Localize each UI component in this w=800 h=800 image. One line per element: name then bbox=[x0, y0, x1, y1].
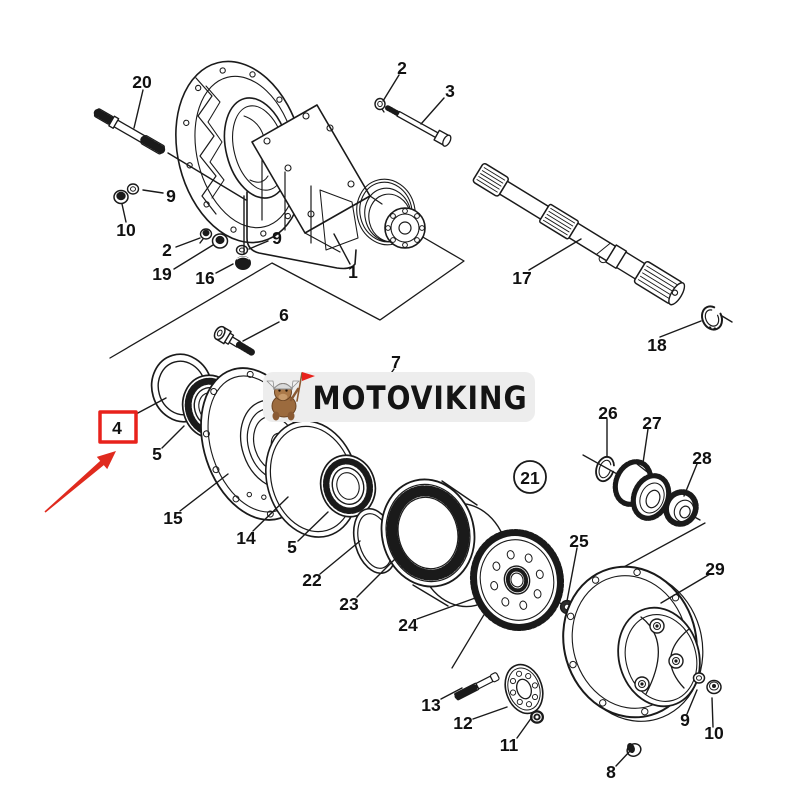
callout-label-17: 17 bbox=[512, 268, 531, 288]
viking-mascot-icon bbox=[266, 372, 315, 421]
callout-label-25: 25 bbox=[569, 531, 589, 551]
casting-ribs bbox=[195, 77, 217, 215]
callout-label-14: 14 bbox=[236, 528, 256, 548]
snap-ring-part-26 bbox=[595, 455, 615, 483]
bolt-part-3 bbox=[384, 105, 452, 147]
callout-label-19: 19 bbox=[152, 264, 172, 284]
plug-part-8 bbox=[626, 743, 642, 757]
washer-part-9-left bbox=[126, 183, 140, 195]
group-callout-21: 21 bbox=[513, 460, 547, 494]
nut-part-11 bbox=[530, 710, 544, 724]
screw-part-2-left bbox=[199, 228, 213, 244]
callout-label-8: 8 bbox=[606, 762, 616, 782]
callout-label-7: 7 bbox=[391, 352, 401, 372]
callout-label-4-highlighted: 4 bbox=[112, 418, 122, 438]
plate-part-12 bbox=[504, 663, 544, 715]
callout-label-29: 29 bbox=[705, 559, 725, 579]
washer-part-9-right bbox=[692, 672, 706, 684]
part-4-highlight bbox=[44, 410, 138, 513]
housing-sill bbox=[246, 191, 357, 270]
bolt-part-10-right bbox=[706, 679, 722, 695]
planet-gear-part-27 bbox=[612, 459, 672, 521]
gear-holes bbox=[490, 550, 544, 610]
axle-housing-part-1 bbox=[175, 60, 426, 270]
washer-part-9-lower bbox=[235, 244, 249, 256]
gear-part-28 bbox=[663, 489, 699, 527]
mascot-flag bbox=[302, 372, 315, 381]
callout-label-1: 1 bbox=[348, 262, 358, 282]
callout-circle bbox=[513, 460, 547, 494]
stud-part-20 bbox=[93, 108, 166, 155]
callout-label-9c: 9 bbox=[680, 710, 690, 730]
journal-holes bbox=[385, 208, 425, 248]
callout-label-23: 23 bbox=[339, 594, 359, 614]
callout-label-9b: 9 bbox=[272, 228, 282, 248]
callout-label-16: 16 bbox=[195, 268, 215, 288]
nut-part-10-left bbox=[113, 189, 129, 205]
callout-label-13: 13 bbox=[421, 695, 441, 715]
plate-holes-12 bbox=[509, 670, 539, 708]
callout-label-24: 24 bbox=[398, 615, 418, 635]
viking-helmet bbox=[273, 383, 293, 390]
highlight-box bbox=[98, 410, 138, 444]
callout-labels: 20 9 10 2 19 16 9 1 2 3 17 18 6 7 4 5 15… bbox=[112, 58, 725, 782]
callout-label-28: 28 bbox=[692, 448, 712, 468]
watermark-background bbox=[263, 372, 535, 422]
callout-label-21: 21 bbox=[520, 468, 540, 488]
bolt-part-6 bbox=[213, 325, 255, 356]
callout-label-12: 12 bbox=[453, 713, 473, 733]
callout-label-22: 22 bbox=[302, 570, 322, 590]
axle-shaft-part-17 bbox=[472, 162, 686, 306]
bearing-part-5-inner bbox=[319, 454, 377, 518]
callout-label-9a: 9 bbox=[166, 186, 176, 206]
callout-label-10a: 10 bbox=[116, 220, 136, 240]
callout-label-3: 3 bbox=[445, 81, 455, 101]
gear-part-24 bbox=[469, 529, 565, 631]
motoviking-watermark: MOTOVIKING bbox=[263, 372, 535, 422]
helmet-horns bbox=[266, 380, 300, 389]
callout-label-10b: 10 bbox=[704, 723, 724, 743]
watermark-brand-text: MOTOVIKING bbox=[313, 379, 528, 417]
snap-ring-part-18 bbox=[701, 305, 723, 331]
callout-label-5b: 5 bbox=[287, 537, 297, 557]
carrier-bosses bbox=[634, 618, 684, 692]
callout-label-18: 18 bbox=[647, 335, 667, 355]
stud-part-13 bbox=[454, 672, 500, 701]
highlight-arrow bbox=[44, 451, 116, 513]
callout-label-11: 11 bbox=[500, 735, 519, 755]
nut-part-19 bbox=[211, 233, 229, 249]
callout-label-5a: 5 bbox=[152, 444, 162, 464]
callout-label-2b: 2 bbox=[397, 58, 407, 78]
callout-label-2a: 2 bbox=[162, 240, 172, 260]
planet-carrier-part-29 bbox=[562, 565, 704, 722]
callout-label-6: 6 bbox=[279, 305, 289, 325]
drum-part-23 bbox=[380, 478, 509, 608]
callout-label-20: 20 bbox=[132, 72, 152, 92]
plug-part-16 bbox=[235, 256, 251, 270]
callout-label-27: 27 bbox=[642, 413, 661, 433]
callout-label-15: 15 bbox=[163, 508, 183, 528]
callout-label-26: 26 bbox=[598, 403, 618, 423]
